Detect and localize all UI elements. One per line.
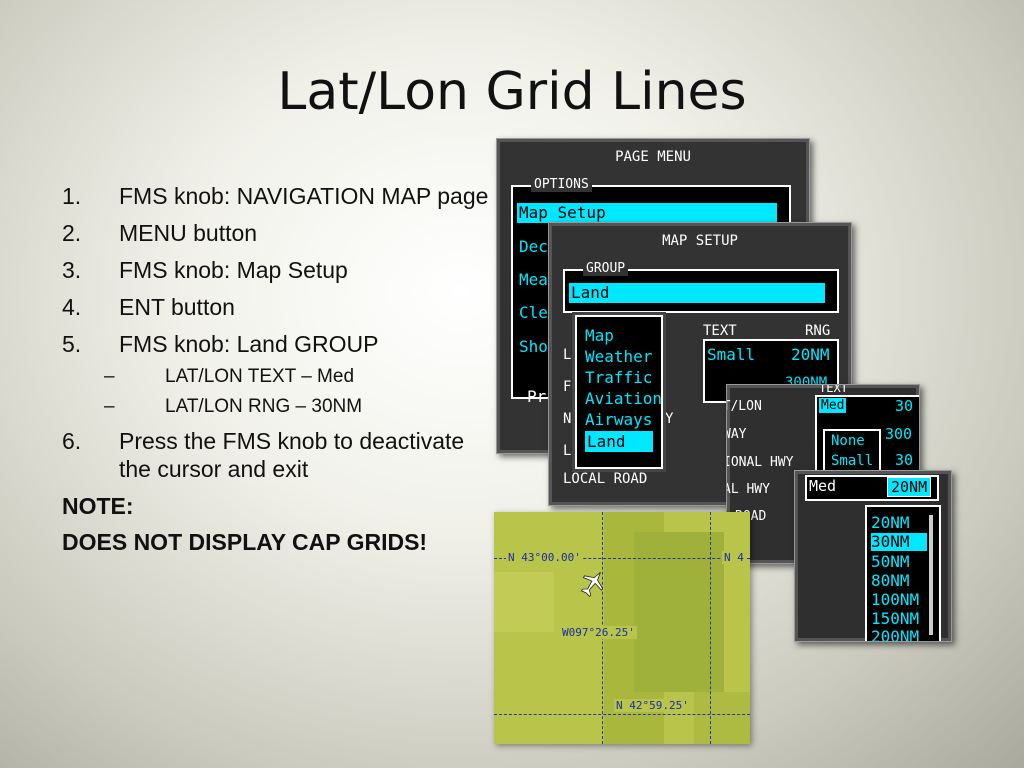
- substep-text: LAT/LON RNG – 30NM: [165, 396, 363, 417]
- map-setup-title: MAP SETUP: [662, 233, 738, 249]
- left-letter: F: [563, 379, 572, 395]
- options-label: OPTIONS: [531, 177, 592, 192]
- slide-title: Lat/Lon Grid Lines: [277, 62, 747, 122]
- latlon-row: AL HWY: [726, 482, 770, 497]
- text-option-none[interactable]: None: [831, 433, 865, 449]
- terrain-patch: [494, 572, 554, 632]
- group-option-weather[interactable]: Weather: [585, 347, 653, 366]
- menu-footer-text: Pr: [527, 387, 547, 406]
- note-text: DOES NOT DISPLAY CAP GRIDS!: [62, 529, 428, 555]
- substep-text: LAT/LON TEXT – Med: [165, 366, 355, 387]
- rng-option-30[interactable]: 30NM: [871, 533, 927, 551]
- lat-label-bottom: N 42°59.25': [614, 699, 691, 712]
- rng-option-80[interactable]: 80NM: [871, 571, 910, 590]
- latlon-rng-value-3[interactable]: 30: [895, 451, 914, 469]
- step-6: 6. Press the FMS knob to deactivate the …: [62, 427, 502, 483]
- group-option-land[interactable]: Land: [585, 431, 653, 452]
- rng-med-label: Med: [809, 477, 837, 495]
- rng-option-100[interactable]: 100NM: [871, 590, 920, 609]
- step-text: FMS knob: Land GROUP: [119, 331, 379, 357]
- step-text: FMS knob: Map Setup: [119, 257, 348, 283]
- left-letter: N: [563, 411, 572, 427]
- menu-item-declutter[interactable]: Dec: [519, 237, 548, 256]
- rng-selected[interactable]: 20NM: [887, 477, 932, 497]
- lat-label-top-right: N 4: [722, 551, 746, 564]
- rng-option-50[interactable]: 50NM: [871, 552, 910, 571]
- step-text: Press the FMS knob to deactivate the cur…: [119, 428, 465, 482]
- step-4: 4. ENT button: [62, 293, 502, 321]
- step-number: 3.: [62, 257, 82, 283]
- step-number: 6.: [62, 428, 82, 454]
- rng-panel: Med 20NM 20NM 30NM 50NM 80NM 100NM 150NM…: [794, 470, 952, 642]
- latitude-grid-line: [494, 714, 750, 715]
- lon-label: W097°26.25': [560, 626, 637, 639]
- step-3: 3. FMS knob: Map Setup: [62, 256, 502, 284]
- menu-item-show[interactable]: Sho: [519, 337, 548, 356]
- local-road-label: LOCAL ROAD: [563, 471, 648, 487]
- navigation-map[interactable]: N 43°00.00' N 4 W097°26.25' N 42°59.25': [494, 512, 750, 744]
- menu-item-clear[interactable]: Clea: [519, 303, 558, 322]
- step-number: 1.: [62, 183, 82, 209]
- substep-dash: –: [104, 396, 115, 417]
- group-option-traffic[interactable]: Traffic: [585, 368, 653, 387]
- note-label: NOTE:: [62, 493, 134, 519]
- substep-2: – LAT/LON RNG – 30NM: [62, 395, 502, 419]
- rng-option-150[interactable]: 150NM: [871, 609, 920, 628]
- group-option-map[interactable]: Map: [585, 326, 614, 345]
- group-option-airways[interactable]: Airways: [585, 410, 653, 429]
- group-option-aviation[interactable]: Aviation: [585, 389, 663, 408]
- latitude-grid-line: [494, 558, 750, 559]
- menu-item-measure[interactable]: Mea: [519, 270, 548, 289]
- latlon-rng-value[interactable]: 30: [895, 397, 914, 415]
- latlon-header-text: TEXT: [819, 384, 848, 395]
- step-number: 4.: [62, 294, 82, 320]
- latlon-row: IONAL HWY: [726, 455, 794, 470]
- group-label: GROUP: [583, 261, 629, 276]
- page-menu-title: PAGE MENU: [615, 149, 691, 165]
- left-letter: L: [563, 347, 572, 363]
- step-1: 1. FMS knob: NAVIGATION MAP page: [62, 182, 502, 210]
- menu-item-map-setup[interactable]: Map Setup: [517, 203, 777, 223]
- substep-dash: –: [104, 366, 115, 387]
- latlon-text-value[interactable]: Med: [819, 398, 847, 413]
- lat-label-top: N 43°00.00': [506, 551, 583, 564]
- step-number: 5.: [62, 331, 82, 357]
- latlon-rng-value-2[interactable]: 300: [885, 425, 913, 443]
- aircraft-icon: [580, 572, 604, 598]
- partial-text: Y: [665, 411, 674, 427]
- text-option-small[interactable]: Small: [831, 453, 874, 469]
- step-2: 2. MENU button: [62, 219, 502, 247]
- row1-text[interactable]: Small: [707, 345, 756, 364]
- terrain-patch: [694, 692, 750, 744]
- latlon-row: LAT/LON: [727, 399, 762, 414]
- step-text: MENU button: [119, 220, 258, 246]
- left-letter: L: [563, 443, 572, 459]
- rng-column-header: RNG: [805, 323, 831, 339]
- rng-option-200[interactable]: 200NM: [871, 627, 920, 642]
- rng-option-20[interactable]: 20NM: [871, 513, 910, 532]
- longitude-grid-line: [710, 512, 711, 744]
- step-5: 5. FMS knob: Land GROUP: [62, 330, 502, 358]
- group-select[interactable]: Land: [569, 283, 825, 303]
- substep-1: – LAT/LON TEXT – Med: [62, 365, 502, 389]
- step-number: 2.: [62, 220, 82, 246]
- rng-dropdown: [865, 505, 941, 641]
- steps-list: 1. FMS knob: NAVIGATION MAP page 2. MENU…: [62, 182, 502, 564]
- rng-scrollbar[interactable]: [929, 515, 933, 635]
- step-text: ENT button: [119, 294, 235, 320]
- text-column-header: TEXT: [703, 323, 737, 339]
- latlon-row: WAY: [727, 427, 747, 442]
- step-text: FMS knob: NAVIGATION MAP page: [119, 183, 489, 209]
- row1-rng[interactable]: 20NM: [791, 345, 830, 364]
